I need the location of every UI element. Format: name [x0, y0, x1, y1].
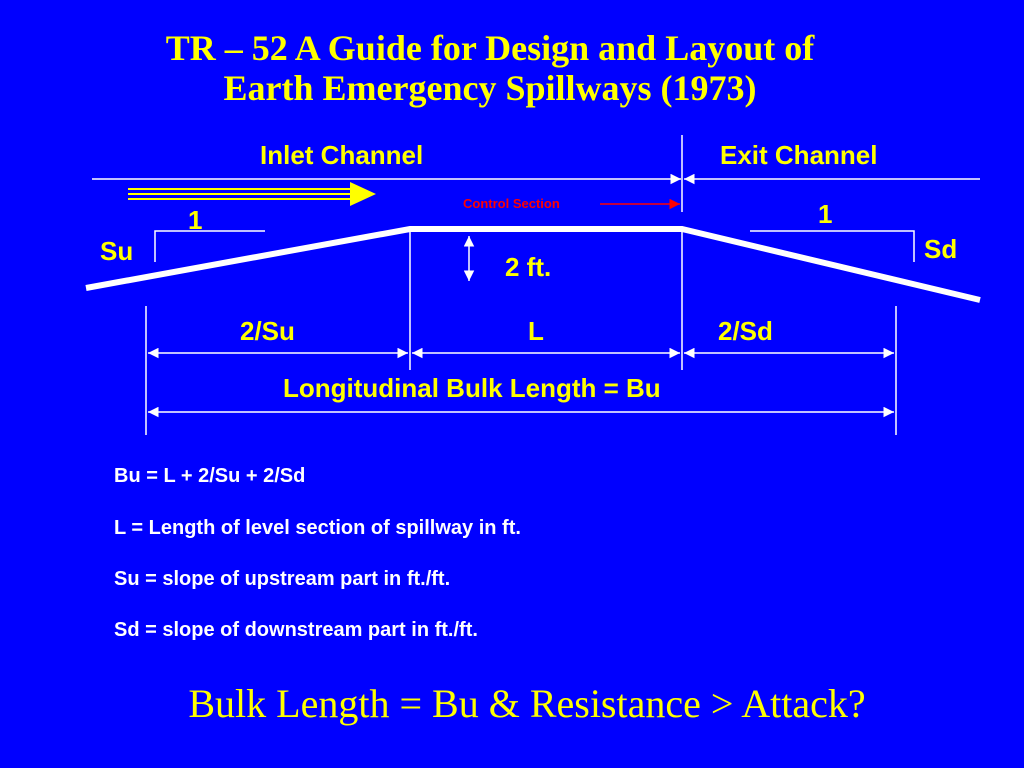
upstream-slope-triangle — [154, 230, 265, 262]
downstream-length-label: 2/Sd — [718, 316, 773, 346]
definition-sd: Sd = slope of downstream part in ft./ft. — [114, 619, 478, 641]
spillway-profile — [85, 226, 981, 303]
upstream-length-label: 2/Su — [240, 316, 295, 346]
downstream-slope-triangle — [750, 230, 915, 262]
definition-bu: Bu = L + 2/Su + 2/Sd — [114, 465, 306, 487]
slide-title: TR – 52 A Guide for Design and Layout of… — [0, 28, 980, 108]
control-section-label: Control Section — [463, 196, 560, 211]
title-line-1: TR – 52 A Guide for Design and Layout of — [165, 28, 815, 68]
upstream-rise-label: 1 — [188, 205, 203, 235]
definition-l: L = Length of level section of spillway … — [114, 517, 521, 539]
flow-direction-arrow — [128, 182, 376, 206]
downstream-slope-label: Sd — [924, 234, 958, 264]
exit-channel-label: Exit Channel — [720, 140, 878, 170]
bulk-length-question: Bulk Length = Bu & Resistance > Attack? — [188, 681, 866, 726]
definition-su: Su = slope of upstream part in ft./ft. — [114, 568, 451, 590]
bulk-length-label: Longitudinal Bulk Length = Bu — [283, 373, 661, 403]
downstream-rise-label: 1 — [818, 199, 833, 229]
title-line-2: Earth Emergency Spillways (1973) — [223, 68, 757, 108]
height-label: 2 ft. — [505, 252, 552, 282]
level-length-label: L — [528, 316, 544, 346]
upstream-slope-label: Su — [100, 236, 134, 266]
inlet-channel-label: Inlet Channel — [260, 140, 424, 170]
